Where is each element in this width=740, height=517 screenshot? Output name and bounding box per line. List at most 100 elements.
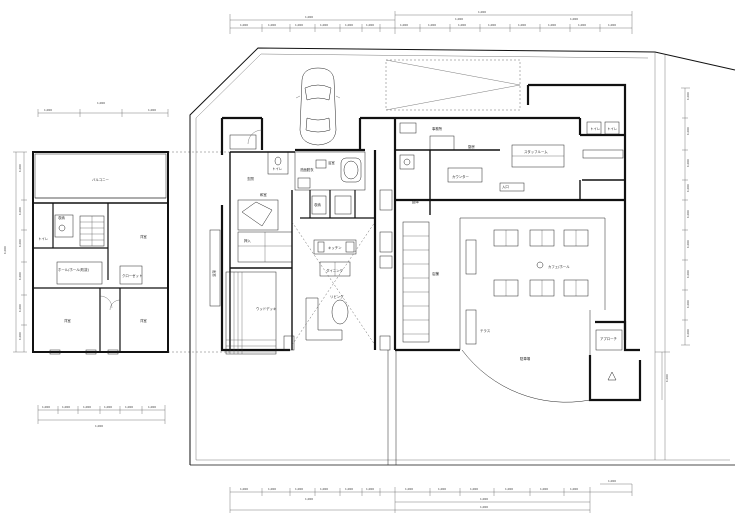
second-floor-plan: 1,000 1,000 1,000 1,000 1,000 1,000 1,00… <box>3 101 169 428</box>
main-bottom-dim-1: 1,000 <box>240 487 248 491</box>
site-boundary <box>189 47 736 466</box>
room-closet: 押入 <box>244 238 251 243</box>
main-right-dim-7: 1,000 <box>686 270 690 278</box>
left-side-dim-5: 1,000 <box>18 304 22 312</box>
main-bottom-dim-9: 1,000 <box>470 487 478 491</box>
left-side-dim-4: 1,000 <box>18 272 22 280</box>
main-top-dim-14: 1,000 <box>608 23 616 27</box>
wood-deck: ウッドデッキ <box>225 271 277 355</box>
main-top-dim-4: 1,000 <box>320 23 328 27</box>
main-bottom-dim-3: 1,000 <box>295 487 303 491</box>
main-bottom-dim-10: 1,000 <box>505 487 513 491</box>
main-top-total-right: 1,000 <box>478 10 486 14</box>
left-room-western2: 洋室 <box>64 318 71 323</box>
left-side-dim-6: 1,000 <box>18 332 22 340</box>
room-toilet3: トイレ <box>607 127 618 131</box>
first-floor-plan: 1,000 1,000 1,000 1,000 1,000 1,000 1,00… <box>189 10 736 513</box>
main-bottom-dim-12: 1,000 <box>570 487 578 491</box>
main-bottom-sub-1: 1,000 <box>305 497 313 501</box>
left-bottom-dim-3: 1,000 <box>83 405 91 409</box>
main-top-sub-1: 1,000 <box>455 17 463 21</box>
room-entrance: 玄関 <box>247 176 254 181</box>
corridor-walls <box>373 118 397 465</box>
room-terrace: テラス <box>480 328 491 333</box>
left-top-dimensions: 1,000 1,000 1,000 <box>37 101 169 117</box>
room-approach: アプローチ <box>600 336 618 341</box>
main-right-dim-8: 1,000 <box>686 300 690 308</box>
main-top-total-left: 1,000 <box>305 15 313 19</box>
main-bottom-dim-2: 1,000 <box>268 487 276 491</box>
main-bottom-dim-4: 1,000 <box>320 487 328 491</box>
left-room-closet: クローゼット <box>122 273 142 278</box>
left-bottom-total: 1,000 <box>95 424 103 428</box>
main-right-dim-6: 1,000 <box>686 240 690 248</box>
left-side-dim-2: 1,000 <box>18 207 22 215</box>
main-top-dim-6: 1,000 <box>366 23 374 27</box>
main-top-dim-3: 1,000 <box>295 23 303 27</box>
main-top-dimensions: 1,000 1,000 1,000 1,000 1,000 1,000 1,00… <box>229 10 633 34</box>
main-right-dim-5: 1,000 <box>686 210 690 218</box>
main-right-small-dim: 1,000 <box>665 374 669 382</box>
main-top-dim-8: 1,000 <box>428 23 436 27</box>
main-bottom-dim-11: 1,000 <box>540 487 548 491</box>
left-room-balcony: バルコニー <box>92 178 109 182</box>
room-japanese: 和室 <box>260 192 267 197</box>
main-bottom-extra: 1,000 <box>608 479 616 483</box>
parked-car-icon <box>295 67 341 146</box>
tables-row-1 <box>493 229 589 247</box>
left-room-hall: ホール/ホール(吹抜) <box>58 267 90 272</box>
cafe-hall: テラス カフェ/ホール <box>459 217 606 350</box>
main-top-dim-11: 1,000 <box>518 23 526 27</box>
main-right-dim-2: 1,000 <box>686 127 690 135</box>
room-wood-deck: ウッドデッキ <box>256 306 277 311</box>
main-top-dim-13: 1,000 <box>578 23 586 27</box>
main-right-dim-1: 1,000 <box>686 92 690 100</box>
left-bottom-dim-6: 1,000 <box>148 405 156 409</box>
room-toilet2: トイレ <box>590 127 601 131</box>
room-kitchen: キッチン <box>328 245 342 250</box>
main-bottom-sub-2: 1,000 <box>480 497 488 501</box>
stairs <box>79 215 105 247</box>
room-shop: 店舗 <box>432 271 439 276</box>
main-right-dim-4: 1,000 <box>686 184 690 192</box>
room-toilet1: トイレ <box>272 167 283 171</box>
tables-row-2 <box>493 279 589 297</box>
booth-seating: 店舗 <box>402 221 439 343</box>
left-top-dim-2: 1,000 <box>97 101 105 105</box>
left-bottom-dim-4: 1,000 <box>104 405 112 409</box>
main-right-dimensions: 1,000 1,000 1,000 1,000 1,000 1,000 1,00… <box>655 87 690 400</box>
room-cafe: カフェ/ホール <box>548 264 570 269</box>
left-side-dim-1: 1,000 <box>18 164 22 172</box>
room-dressing: 洗面脱衣 <box>300 167 314 172</box>
main-top-sub-2: 1,000 <box>570 17 578 21</box>
main-bottom-dim-5: 1,000 <box>345 487 353 491</box>
left-top-dim-3: 1,000 <box>148 108 156 112</box>
shop-wing: 事務所 厨房 スタッフルーム カウンター 入口 トイレ トイレ 倉庫 <box>395 83 642 403</box>
main-right-dim-9: 1,000 <box>686 329 690 337</box>
room-store-entrance: 入口 <box>502 185 509 189</box>
main-top-dim-2: 1,000 <box>268 23 276 27</box>
room-dining: ダイニング <box>326 268 344 273</box>
left-side-dim-3: 1,000 <box>18 239 22 247</box>
window-label: 出窓 <box>212 270 217 277</box>
left-room-storage: 収納 <box>58 215 65 220</box>
left-bottom-dim-1: 1,000 <box>42 405 50 409</box>
left-room-toilet: トイレ <box>38 237 49 241</box>
room-office: 事務所 <box>432 126 443 131</box>
room-kitchen2: 厨房 <box>468 144 475 149</box>
room-bath: 浴室 <box>328 160 335 165</box>
main-bottom-total: 1,000 <box>480 505 488 509</box>
left-bottom-dimensions: 1,000 1,000 1,000 1,000 1,000 1,000 1,00… <box>37 405 166 428</box>
left-room-western1: 洋室 <box>140 234 147 239</box>
room-counter: カウンター <box>452 174 470 179</box>
left-bottom-dim-5: 1,000 <box>125 405 133 409</box>
main-top-dim-5: 1,000 <box>345 23 353 27</box>
residence-wing: 浴室 洗面脱衣 トイレ 玄関 和室 押入 <box>209 116 395 355</box>
main-top-dim-1: 1,000 <box>240 23 248 27</box>
main-top-dim-7: 1,000 <box>400 23 408 27</box>
room-living: リビング <box>330 294 344 299</box>
main-bottom-dim-6: 1,000 <box>366 487 374 491</box>
room-parking: 駐車場 <box>520 356 531 361</box>
main-bottom-dim-8: 1,000 <box>438 487 446 491</box>
